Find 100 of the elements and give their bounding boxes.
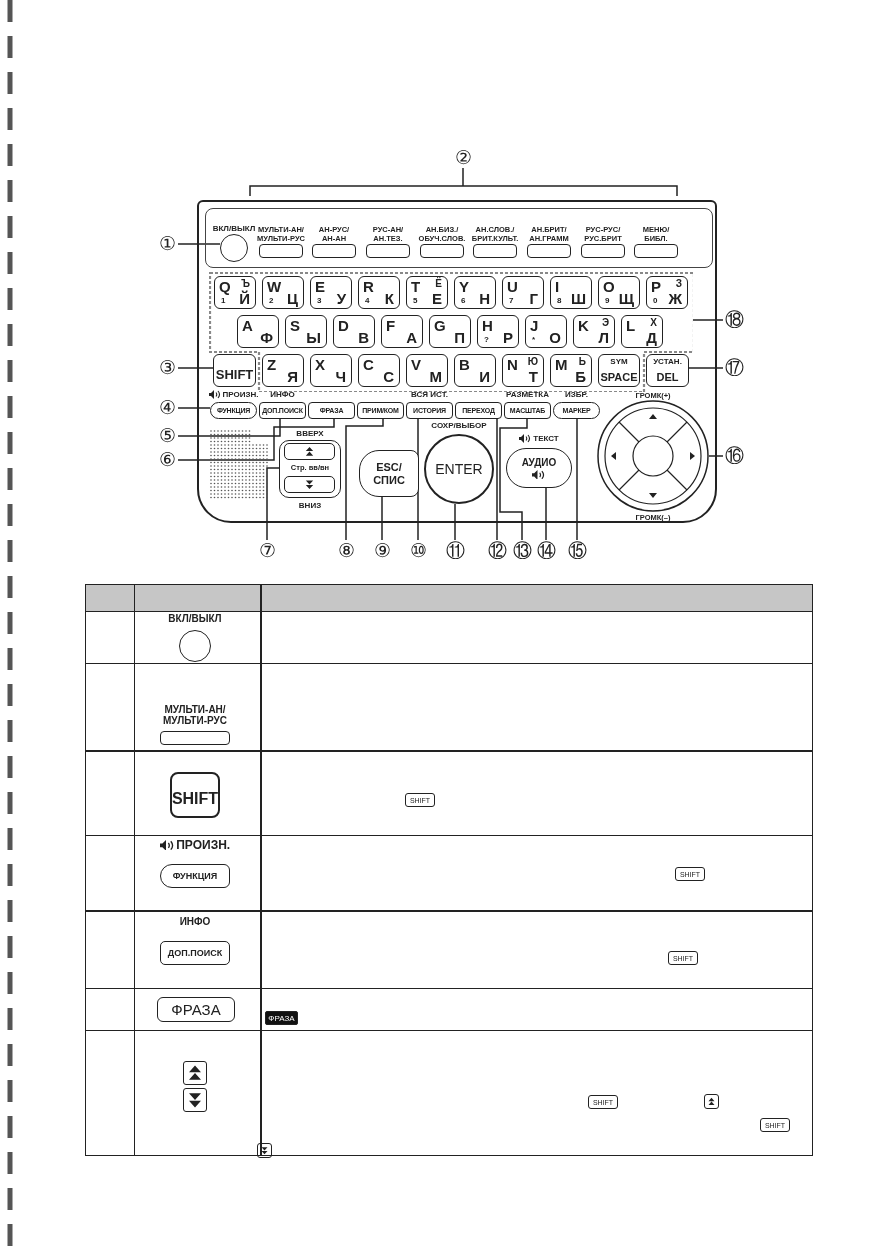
leader-line xyxy=(692,319,724,321)
key-legend: 1 xyxy=(221,297,226,305)
key-legend: Q xyxy=(219,279,231,294)
key-legend: N xyxy=(507,357,518,372)
key-legend: 4 xyxy=(365,297,370,305)
key-label: ВСЯ ИСТ. xyxy=(411,389,448,399)
key-legend: L xyxy=(626,318,636,333)
key-legend: Ы xyxy=(306,330,321,345)
key-legend: Ё xyxy=(435,279,442,289)
key-label: ИНФО xyxy=(178,916,212,929)
key-legend: Л xyxy=(598,330,609,345)
key-legend: V xyxy=(411,357,421,372)
key-legend: J xyxy=(530,318,539,333)
key-label: ВКЛ/ВЫКЛ xyxy=(167,613,223,625)
key-legend: H xyxy=(482,318,493,333)
callout-number: ② xyxy=(453,147,473,169)
key-legend: Э xyxy=(601,318,609,328)
key-legend: 9 xyxy=(605,297,610,305)
shift-key: SHIFT xyxy=(213,354,256,387)
key-legend: Ш xyxy=(570,291,586,306)
key-legend: S xyxy=(290,318,300,333)
callout-number: ⑰ xyxy=(723,357,745,379)
leader-line xyxy=(454,503,456,541)
key-legend: У xyxy=(336,291,346,306)
key-label: ПРОИЗН. xyxy=(176,838,231,852)
callout-number: ⑦ xyxy=(256,540,278,562)
key-legend: E xyxy=(315,279,325,294)
enter-key: ENTER xyxy=(424,434,494,504)
key-legend: О xyxy=(549,330,561,345)
callout-number: ① xyxy=(156,233,178,255)
key-legend: П xyxy=(454,330,465,345)
key-legend: SPACE xyxy=(599,372,639,383)
leader-line xyxy=(708,455,724,457)
callout-number: ⑧ xyxy=(335,540,357,562)
callout-number: ⑱ xyxy=(723,309,745,331)
key-legend: Й xyxy=(239,291,250,306)
key-legend: DEL xyxy=(647,372,688,383)
key-legend: 2 xyxy=(269,297,274,305)
key-legend: Ф xyxy=(260,330,273,345)
key-label: ТЕКСТ xyxy=(533,433,559,443)
key-legend: 3 xyxy=(317,297,322,305)
button-panel xyxy=(205,208,713,268)
key-legend: Е xyxy=(432,291,442,306)
key-label: ВКЛ/ВЫКЛ xyxy=(212,223,256,233)
key-legend: Y xyxy=(459,279,469,294)
callout-number: ⑬ xyxy=(511,540,533,562)
key-legend: W xyxy=(267,279,282,294)
key-label: РАЗМЕТКА xyxy=(506,389,549,399)
key-legend: B xyxy=(459,357,470,372)
key-legend: Д xyxy=(646,330,657,345)
key-legend: Я xyxy=(287,369,298,384)
key-label: ВНИЗ xyxy=(298,500,322,510)
key-legend: A xyxy=(242,318,253,333)
key-legend: 0 xyxy=(653,297,658,305)
key-legend: K xyxy=(578,318,589,333)
leader-line xyxy=(381,496,383,541)
escape-key: ESC/ СПИС xyxy=(359,450,419,497)
key-legend: 5 xyxy=(413,297,418,305)
key-label: СОХР/ВЫБОР xyxy=(431,420,487,430)
leader-line xyxy=(177,407,211,409)
key-legend: М xyxy=(429,369,442,384)
leader-line xyxy=(177,367,214,369)
callout-number: ⑪ xyxy=(444,540,466,562)
key-legend: УСТАН. xyxy=(647,358,688,366)
leader-line xyxy=(266,467,280,541)
key-legend: Х xyxy=(650,318,657,328)
key-legend: T xyxy=(411,279,421,294)
key-legend: Ж xyxy=(668,291,682,306)
leader-line xyxy=(545,487,547,541)
leader-line xyxy=(177,243,221,245)
key-label: ИЗБР. xyxy=(565,389,588,399)
key-legend: G xyxy=(434,318,446,333)
shift-key: SHIFT xyxy=(170,772,220,818)
key-legend: В xyxy=(358,330,369,345)
leader-line xyxy=(688,367,724,369)
key-label: ИНФО xyxy=(270,389,295,399)
leader-line xyxy=(345,418,384,541)
callout-number: ⑯ xyxy=(723,445,745,467)
callout-number: ⑩ xyxy=(407,540,429,562)
leader-line xyxy=(576,418,578,541)
key-legend: Т xyxy=(528,369,538,384)
callout-number: ③ xyxy=(156,357,178,379)
key-legend: Ц xyxy=(287,291,298,306)
key-legend: Z xyxy=(267,357,277,372)
key-legend: 8 xyxy=(557,297,562,305)
key-legend: C xyxy=(363,357,374,372)
key-legend: U xyxy=(507,279,518,294)
function-key: ДОП.ПОИСК xyxy=(160,941,230,965)
callout-number: ⑮ xyxy=(566,540,588,562)
key-legend: Ъ xyxy=(241,279,250,289)
key-legend: SYM xyxy=(599,358,639,366)
key-legend: С xyxy=(383,369,394,384)
key-legend: F xyxy=(386,318,396,333)
callout-number: ④ xyxy=(156,397,178,419)
key-legend: Ю xyxy=(527,357,538,367)
key-legend: R xyxy=(363,279,374,294)
key-label: МУЛЬТИ-АН/ МУЛЬТИ-РУС xyxy=(162,704,228,726)
leader-line xyxy=(496,418,498,541)
key-label: ВВЕРХ xyxy=(296,428,324,438)
callout-number: ⑤ xyxy=(156,425,178,447)
